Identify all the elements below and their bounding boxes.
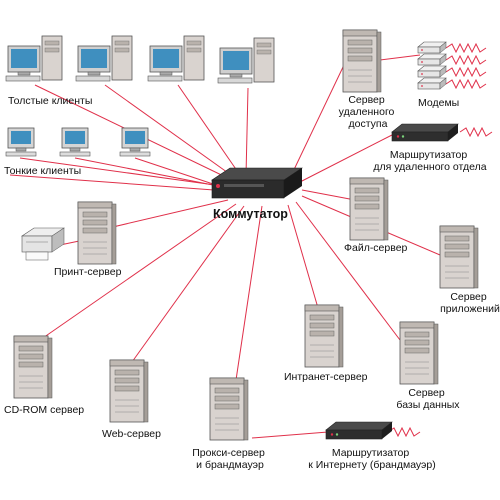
wire-file-server — [301, 189, 356, 201]
cdrom-server-icon — [13, 335, 53, 399]
network-switch-icon — [211, 167, 303, 199]
modem-3-icon — [417, 65, 447, 78]
app-server-icon — [439, 225, 479, 289]
remote-router-icon — [391, 123, 459, 142]
db-server-label: Сервер базы данных — [396, 387, 460, 411]
printer-icon — [21, 227, 65, 261]
wire-thin-client-4 — [9, 174, 215, 191]
fat-clients-label: Толстые клиенты — [8, 95, 92, 107]
remote-access-server-icon — [342, 29, 382, 93]
phone-line-2 — [445, 54, 487, 66]
app-server-label: Сервер приложений — [440, 291, 500, 315]
fat-client-4-icon — [217, 37, 275, 84]
wire-proxy-server — [235, 205, 263, 381]
wire-print-server — [99, 199, 229, 231]
db-server-icon — [399, 321, 439, 385]
wire-thin-client-3 — [134, 157, 223, 188]
fat-client-1-icon — [5, 35, 63, 82]
print-server-label: Принт-сервер — [54, 266, 122, 278]
wire-remote-router — [299, 134, 393, 183]
phone-line-3 — [445, 66, 487, 78]
wire-fat-client-4 — [245, 87, 249, 177]
wire-proxy-to-internet-router — [251, 431, 329, 439]
wire-intranet-server — [287, 204, 319, 309]
modem-1-icon — [417, 41, 447, 54]
thin-client-1-icon — [5, 127, 37, 157]
phone-line-internet-router — [387, 426, 421, 438]
wire-db-server — [295, 201, 401, 341]
fat-client-2-icon — [75, 35, 133, 82]
thin-clients-label: Тонкие клиенты — [4, 165, 81, 177]
wire-fat-client-3 — [177, 84, 243, 179]
remote-router-label: Маршрутизатор для удаленного отдела — [373, 149, 486, 173]
internet-router-label: Маршрутизатор к Интернету (брандмауэр) — [308, 447, 436, 471]
modem-stack-icon — [417, 41, 447, 90]
print-server-icon — [77, 201, 117, 265]
phone-line-remote-router — [459, 126, 493, 138]
file-server-label: Файл-сервер — [344, 242, 408, 254]
thin-client-2-icon — [59, 127, 91, 157]
web-server-icon — [109, 359, 149, 423]
proxy-server-icon — [209, 377, 249, 441]
wire-thin-client-2 — [74, 157, 219, 187]
connection-wires — [9, 54, 441, 439]
phone-lines — [387, 42, 493, 438]
remote-access-server-label: Сервер удаленного доступа — [339, 94, 398, 130]
internet-router-icon — [325, 421, 393, 440]
phone-line-4 — [445, 78, 487, 90]
phone-line-1 — [445, 42, 487, 54]
proxy-server-label: Прокси-сервер и брандмауэр — [192, 447, 268, 471]
wire-web-server — [131, 205, 245, 363]
modem-4-icon — [417, 77, 447, 90]
intranet-server-label: Интранет-сервер — [284, 371, 368, 383]
switch-label: Коммутатор — [213, 207, 288, 221]
modems-label: Модемы — [418, 97, 459, 109]
file-server-icon — [349, 177, 389, 241]
wire-remote-access-server — [289, 64, 345, 179]
wire-thin-client-1 — [19, 157, 216, 186]
fat-client-3-icon — [147, 35, 205, 82]
web-server-label: Web-сервер — [102, 428, 161, 440]
intranet-server-icon — [304, 304, 344, 368]
wire-remote-access-to-modems — [379, 54, 421, 61]
wire-fat-client-2 — [104, 84, 239, 181]
wire-cdrom-server — [39, 203, 237, 341]
thin-client-3-icon — [119, 127, 151, 157]
cdrom-server-label: CD-ROM сервер — [4, 404, 84, 416]
modem-2-icon — [417, 53, 447, 66]
